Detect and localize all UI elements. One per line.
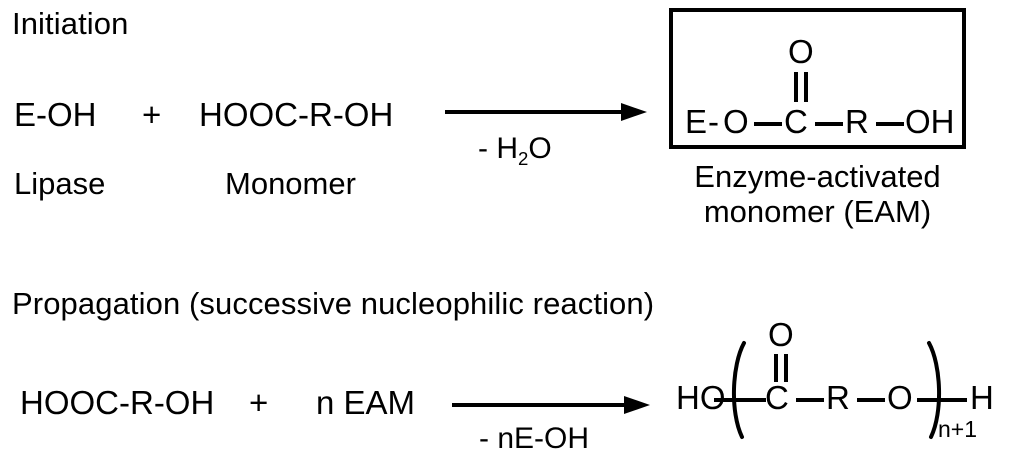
propagation-reaction-arrow [452, 393, 650, 417]
eam-bond-r-oh [876, 122, 904, 126]
initiation-reactant-1: E-OH [14, 96, 97, 133]
eam-double-bond-stroke-2 [804, 72, 808, 102]
eam-carbon: C [784, 103, 808, 140]
polymer-left-end-group: HO [676, 379, 726, 416]
eam-r-group: R [845, 103, 869, 140]
eam-bond-o-c [754, 122, 782, 126]
propagation-plus-sign: + [249, 384, 269, 421]
polymer-bond-r-o [857, 398, 885, 402]
arrow-head [621, 103, 647, 121]
eam-carbonyl-oxygen: O [788, 33, 814, 70]
polymer-carbonyl-oxygen: O [768, 316, 794, 353]
polymer-ester-oxygen: O [887, 379, 913, 416]
polymer-close-paren [925, 340, 947, 440]
polymer-bond-c-r [796, 398, 824, 402]
propagation-reactant-1: HOOC-R-OH [20, 384, 215, 421]
initiation-heading: Initiation [12, 6, 129, 41]
propagation-heading: Propagation (successive nucleophilic rea… [12, 286, 655, 321]
arrow-label-prefix: - H [478, 132, 518, 165]
propagation-product: HO O C R O n+1 [676, 318, 1024, 468]
polymer-carbon: C [765, 379, 789, 416]
arrow-head [624, 396, 650, 414]
eam-hydroxyl: OH [905, 103, 955, 140]
initiation-reaction-arrow [445, 100, 647, 124]
eam-bond-c-r [815, 122, 843, 126]
eam-caption: Enzyme-activated monomer (EAM) [669, 159, 966, 229]
polymer-right-end-group: H [970, 379, 994, 416]
initiation-reactant-2-label: Monomer [225, 166, 356, 201]
eam-caption-line-1: Enzyme-activated [694, 159, 941, 194]
initiation-reactant-2: HOOC-R-OH [199, 96, 394, 133]
polymer-repeat-subscript: n+1 [938, 416, 978, 442]
initiation-plus-sign: + [142, 96, 162, 133]
arrow-shaft [445, 110, 627, 114]
arrow-shaft [452, 403, 630, 407]
initiation-arrow-label: - H2O [478, 132, 552, 168]
eam-caption-line-2: monomer (EAM) [703, 193, 932, 229]
propagation-arrow-label: - nE-OH [479, 422, 590, 455]
polymer-bond-right-stub [917, 398, 967, 402]
initiation-reactant-1-label: Lipase [14, 166, 106, 201]
polymer-open-paren [726, 340, 748, 440]
arrow-label-suffix: O [528, 132, 552, 165]
eam-enzyme-label: E [685, 103, 708, 140]
propagation-reactant-2: n EAM [316, 384, 416, 421]
polymer-double-bond-stroke-2 [784, 354, 788, 382]
polymer-bond-left-stub [714, 398, 766, 402]
eam-dash-1: - [708, 103, 719, 140]
arrow-label-subscript: 2 [518, 148, 529, 169]
eam-double-bond-stroke-1 [794, 72, 798, 102]
polymer-double-bond-stroke-1 [774, 354, 778, 382]
eam-ester-oxygen: O [723, 103, 749, 140]
polymer-r-group: R [826, 379, 850, 416]
eam-product-box: O E - O C R OH [669, 8, 966, 149]
